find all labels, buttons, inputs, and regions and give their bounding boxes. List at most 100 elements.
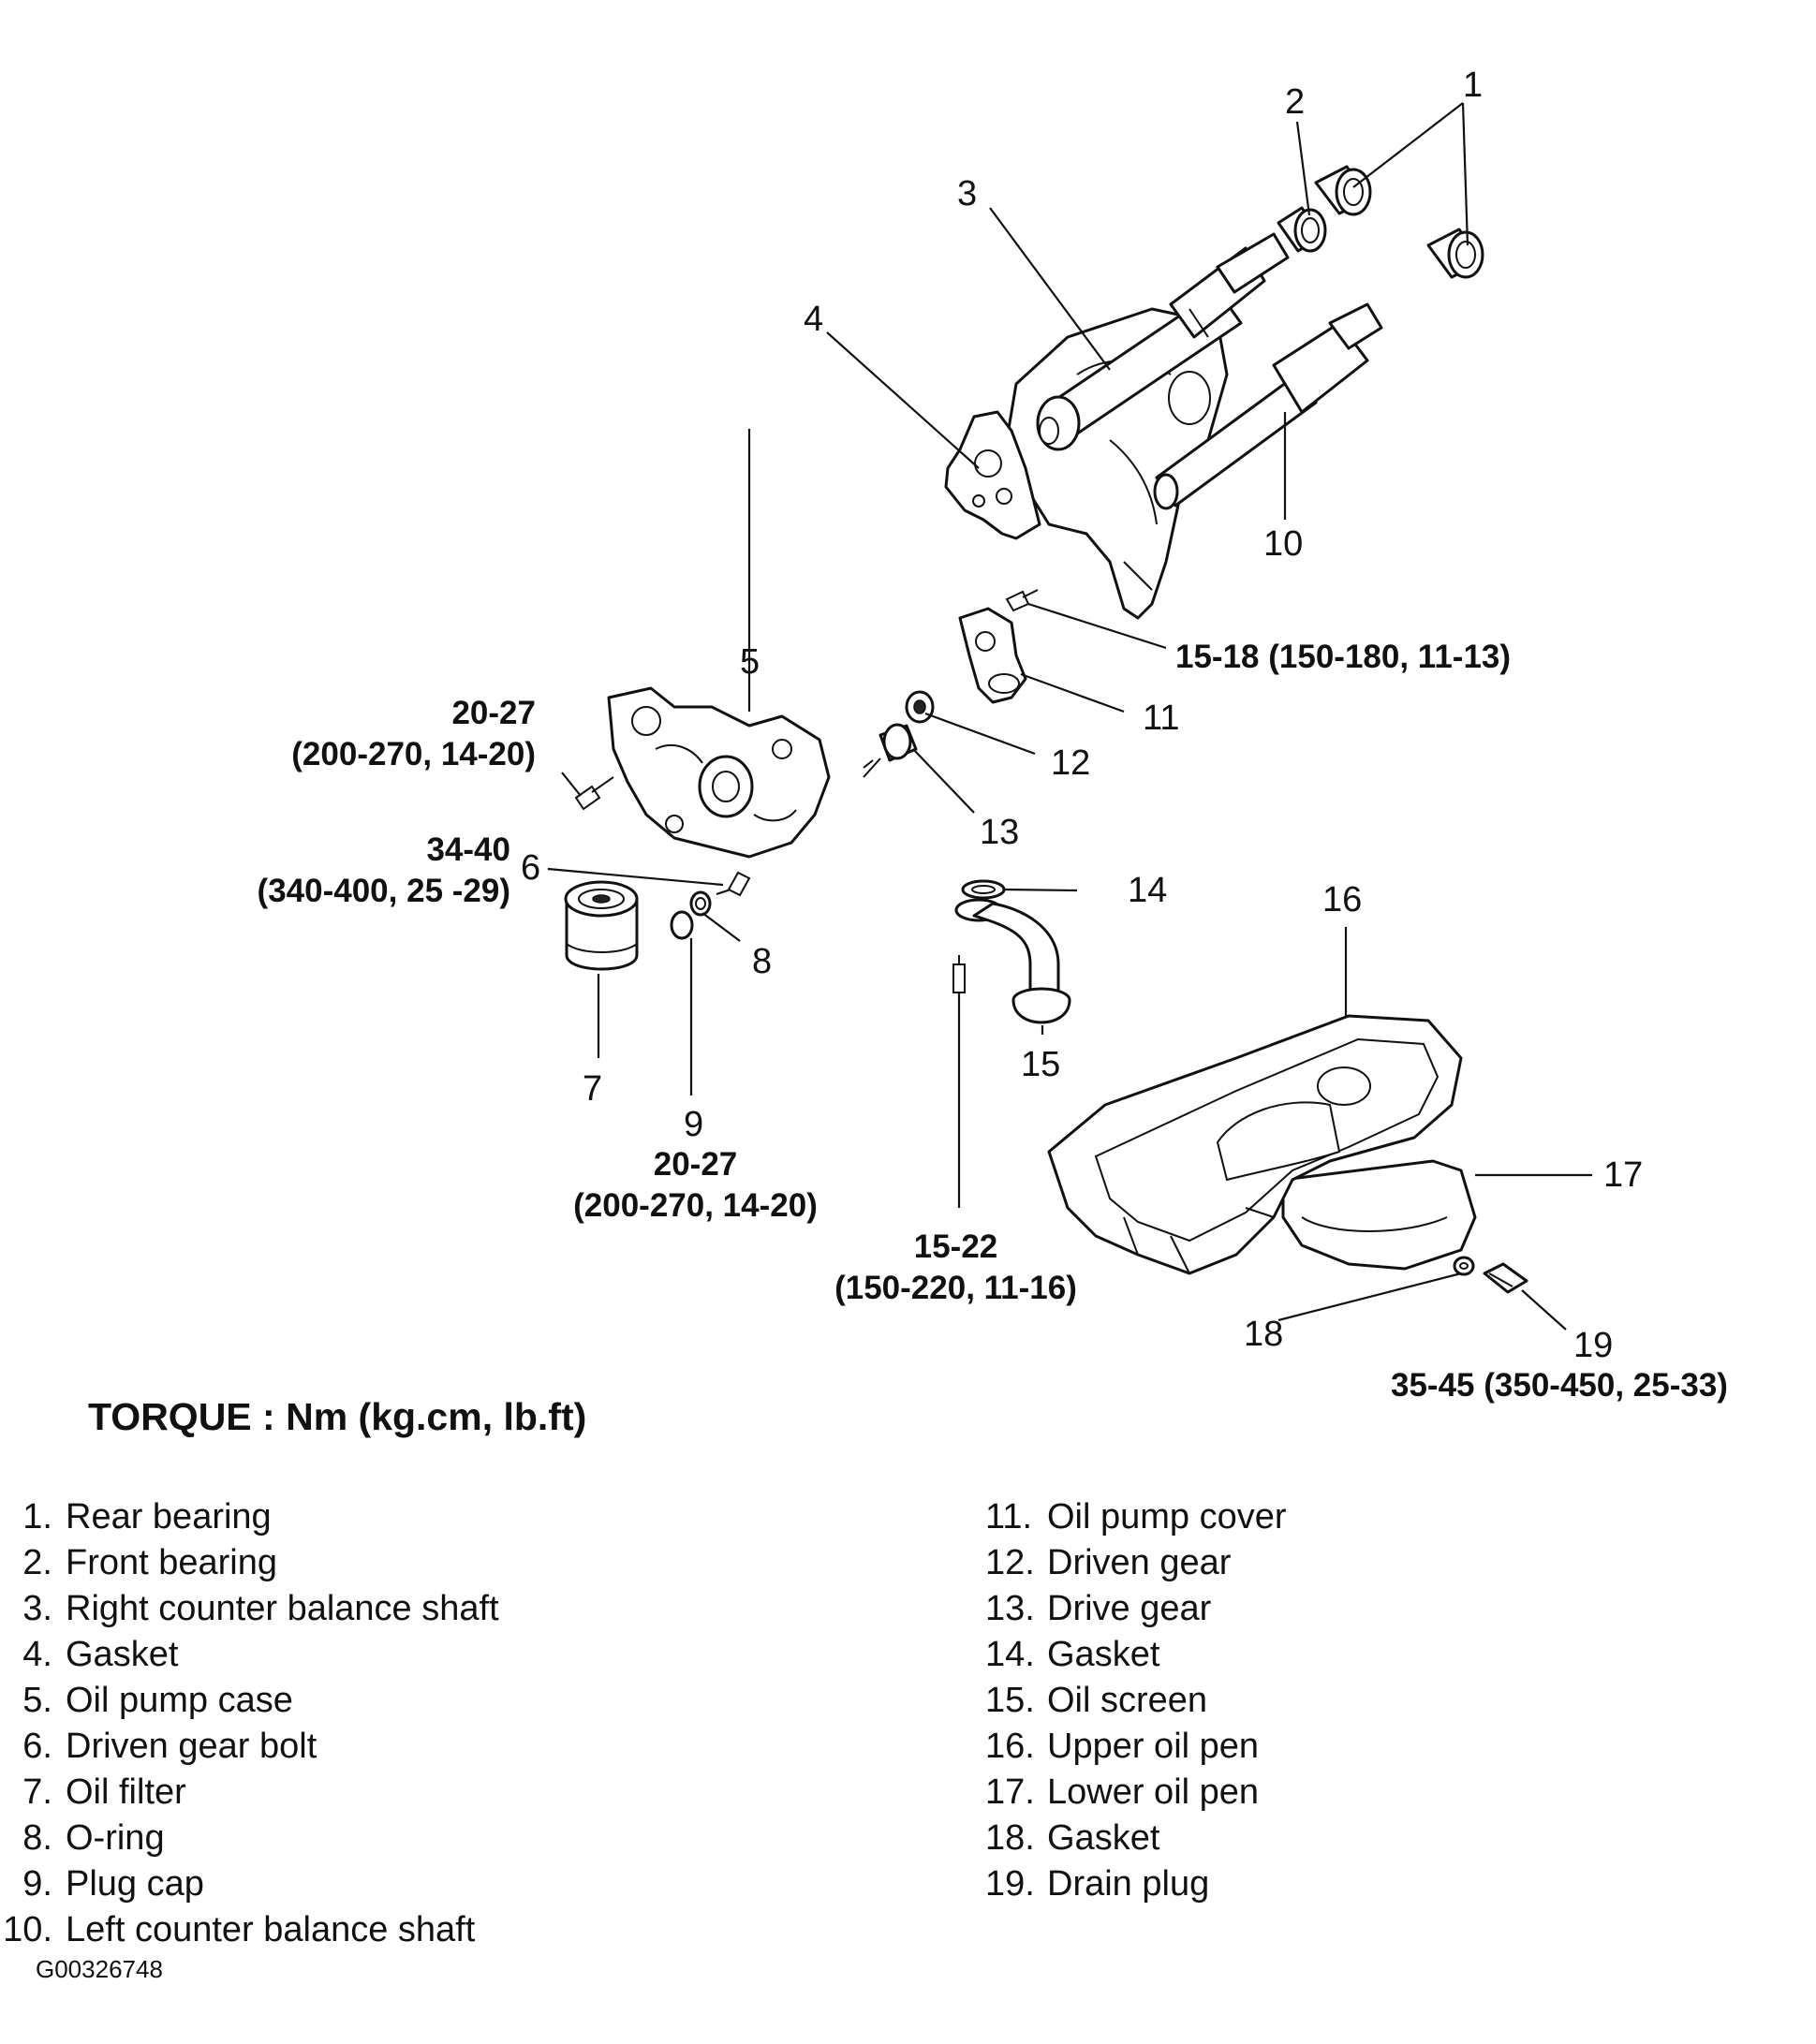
drive-gear	[863, 723, 918, 778]
callout-15: 15	[1021, 1045, 1061, 1084]
torque-spec-line: (200-270, 14-20)	[573, 1187, 818, 1224]
legend-number: 9.	[22, 1864, 52, 1904]
torque-spec-driven-gear-bolt: 34-40 (340-400, 25 -29)	[206, 830, 510, 912]
driven-gear	[905, 690, 935, 724]
legend-item: 3.Right counter balance shaft	[0, 1586, 499, 1632]
callout-13: 13	[980, 813, 1020, 852]
parts-legend-right: 11.Oil pump cover 12. Driven gear 13. Driv…	[985, 1494, 1287, 1907]
legend-text: Driven gear	[1047, 1543, 1232, 1582]
legend-item: 5. Oil pump case	[0, 1678, 499, 1724]
legend-text: Drain plug	[1047, 1864, 1210, 1904]
oil-filter	[564, 880, 639, 971]
torque-spec-line: (200-270, 14-20)	[291, 736, 536, 772]
legend-number: 11.	[985, 1497, 1033, 1537]
legend-item: 7. Oil filter	[0, 1770, 499, 1816]
callout-3: 3	[957, 174, 978, 213]
legend-text: Right counter balance shaft	[66, 1589, 499, 1628]
callout-16: 16	[1322, 880, 1363, 919]
legend-number: 8.	[22, 1818, 52, 1858]
legend-text: Oil pump case	[66, 1681, 293, 1720]
legend-number: 15.	[985, 1681, 1035, 1720]
callout-8: 8	[752, 942, 773, 981]
legend-text: Upper oil pen	[1047, 1727, 1260, 1766]
torque-unit-note: TORQUE : Nm (kg.cm, lb.ft)	[88, 1395, 587, 1438]
torque-spec-line: (150-220, 11-16)	[834, 1270, 1077, 1306]
legend-item: 19. Drain plug	[985, 1861, 1287, 1907]
front-bearing	[1277, 206, 1327, 253]
callout-1: 1	[1463, 66, 1484, 105]
figure-id: G00326748	[36, 1955, 163, 1983]
torque-spec-line: 15-22	[913, 1228, 998, 1265]
legend-item: 12. Driven gear	[985, 1540, 1287, 1586]
legend-item: 18.Gasket	[985, 1816, 1287, 1861]
legend-item: 8. O-ring	[0, 1816, 499, 1861]
legend-number: 12.	[985, 1543, 1035, 1582]
legend-item: 16. Upper oil pen	[985, 1724, 1287, 1770]
legend-text: Driven gear bolt	[66, 1727, 317, 1766]
callout-9: 9	[684, 1105, 704, 1144]
legend-number: 16.	[985, 1727, 1035, 1766]
legend-item: 6. Driven gear bolt	[0, 1724, 499, 1770]
o-ring	[689, 890, 712, 917]
legend-text: Plug cap	[66, 1864, 204, 1904]
legend-item: 10. Left counter balance shaft	[0, 1907, 499, 1953]
drain-plug	[1483, 1262, 1528, 1294]
legend-number: 6.	[22, 1727, 52, 1766]
oil-pump-cover	[958, 607, 1027, 704]
torque-spec-pump-case-bolt: 20-27 (200-270, 14-20)	[245, 693, 536, 775]
torque-spec-drain-plug: 35-45 (350-450, 25-33)	[1391, 1365, 1728, 1406]
legend-item: 13. Drive gear	[985, 1586, 1287, 1632]
legend-text: Gasket	[1047, 1635, 1160, 1674]
callout-12: 12	[1051, 743, 1091, 783]
legend-text: Drive gear	[1047, 1589, 1212, 1628]
callout-7: 7	[583, 1069, 603, 1109]
callout-5: 5	[740, 642, 760, 682]
torque-spec-line: 35-45 (350-450, 25-33)	[1391, 1367, 1728, 1404]
legend-text: Rear bearing	[66, 1497, 272, 1537]
legend-number: 5.	[22, 1681, 52, 1720]
legend-number: 13.	[985, 1589, 1035, 1628]
legend-text: Oil screen	[1047, 1681, 1208, 1720]
legend-number: 4.	[22, 1635, 52, 1674]
legend-item: 1. Rear bearing	[0, 1494, 499, 1540]
torque-spec-line: 15-18 (150-180, 11-13)	[1175, 639, 1512, 675]
gasket-part-14	[961, 879, 1006, 900]
legend-number: 10.	[3, 1910, 52, 1949]
legend-text: Gasket	[1047, 1818, 1160, 1858]
callout-19: 19	[1573, 1326, 1614, 1365]
callout-14: 14	[1128, 871, 1168, 910]
legend-number: 19.	[985, 1864, 1035, 1904]
legend-text: Gasket	[66, 1635, 179, 1674]
legend-text: Oil filter	[66, 1772, 186, 1812]
lower-oil-pan	[1281, 1159, 1477, 1271]
legend-number: 7.	[22, 1772, 52, 1812]
legend-number: 17.	[985, 1772, 1035, 1812]
torque-spec-cover-bolt: 15-18 (150-180, 11-13)	[1175, 637, 1511, 678]
legend-item: 9. Plug cap	[0, 1861, 499, 1907]
leader-lines	[547, 102, 1592, 1331]
driven-gear-bolt	[716, 871, 751, 897]
torque-spec-line: 20-27	[653, 1146, 738, 1183]
legend-item: 11.Oil pump cover	[985, 1494, 1287, 1540]
callout-10: 10	[1263, 524, 1304, 564]
legend-number: 1.	[22, 1497, 52, 1537]
oil-screen-bolt	[952, 955, 966, 993]
legend-text: Front bearing	[66, 1543, 278, 1582]
legend-text: Left counter balance shaft	[66, 1910, 476, 1949]
legend-text: O-ring	[66, 1818, 165, 1858]
legend-item: 15. Oil screen	[985, 1678, 1287, 1724]
upper-oil-pan	[1047, 1014, 1463, 1275]
torque-spec-line: 20-27	[451, 695, 536, 731]
legend-item: 2.Front bearing	[0, 1540, 499, 1586]
parts-legend-left: 1. Rear bearing 2.Front bearing 3.Right c…	[0, 1494, 499, 1953]
legend-number: 14.	[985, 1635, 1035, 1674]
torque-spec-plug-cap: 20-27 (200-270, 14-20)	[543, 1144, 848, 1227]
pump-case-bolt	[574, 776, 614, 811]
callout-6: 6	[521, 848, 541, 888]
right-counter-balance-shaft	[1036, 232, 1290, 451]
cover-bolt	[1005, 589, 1039, 612]
oil-screen	[954, 898, 1071, 1024]
callout-4: 4	[804, 300, 824, 339]
